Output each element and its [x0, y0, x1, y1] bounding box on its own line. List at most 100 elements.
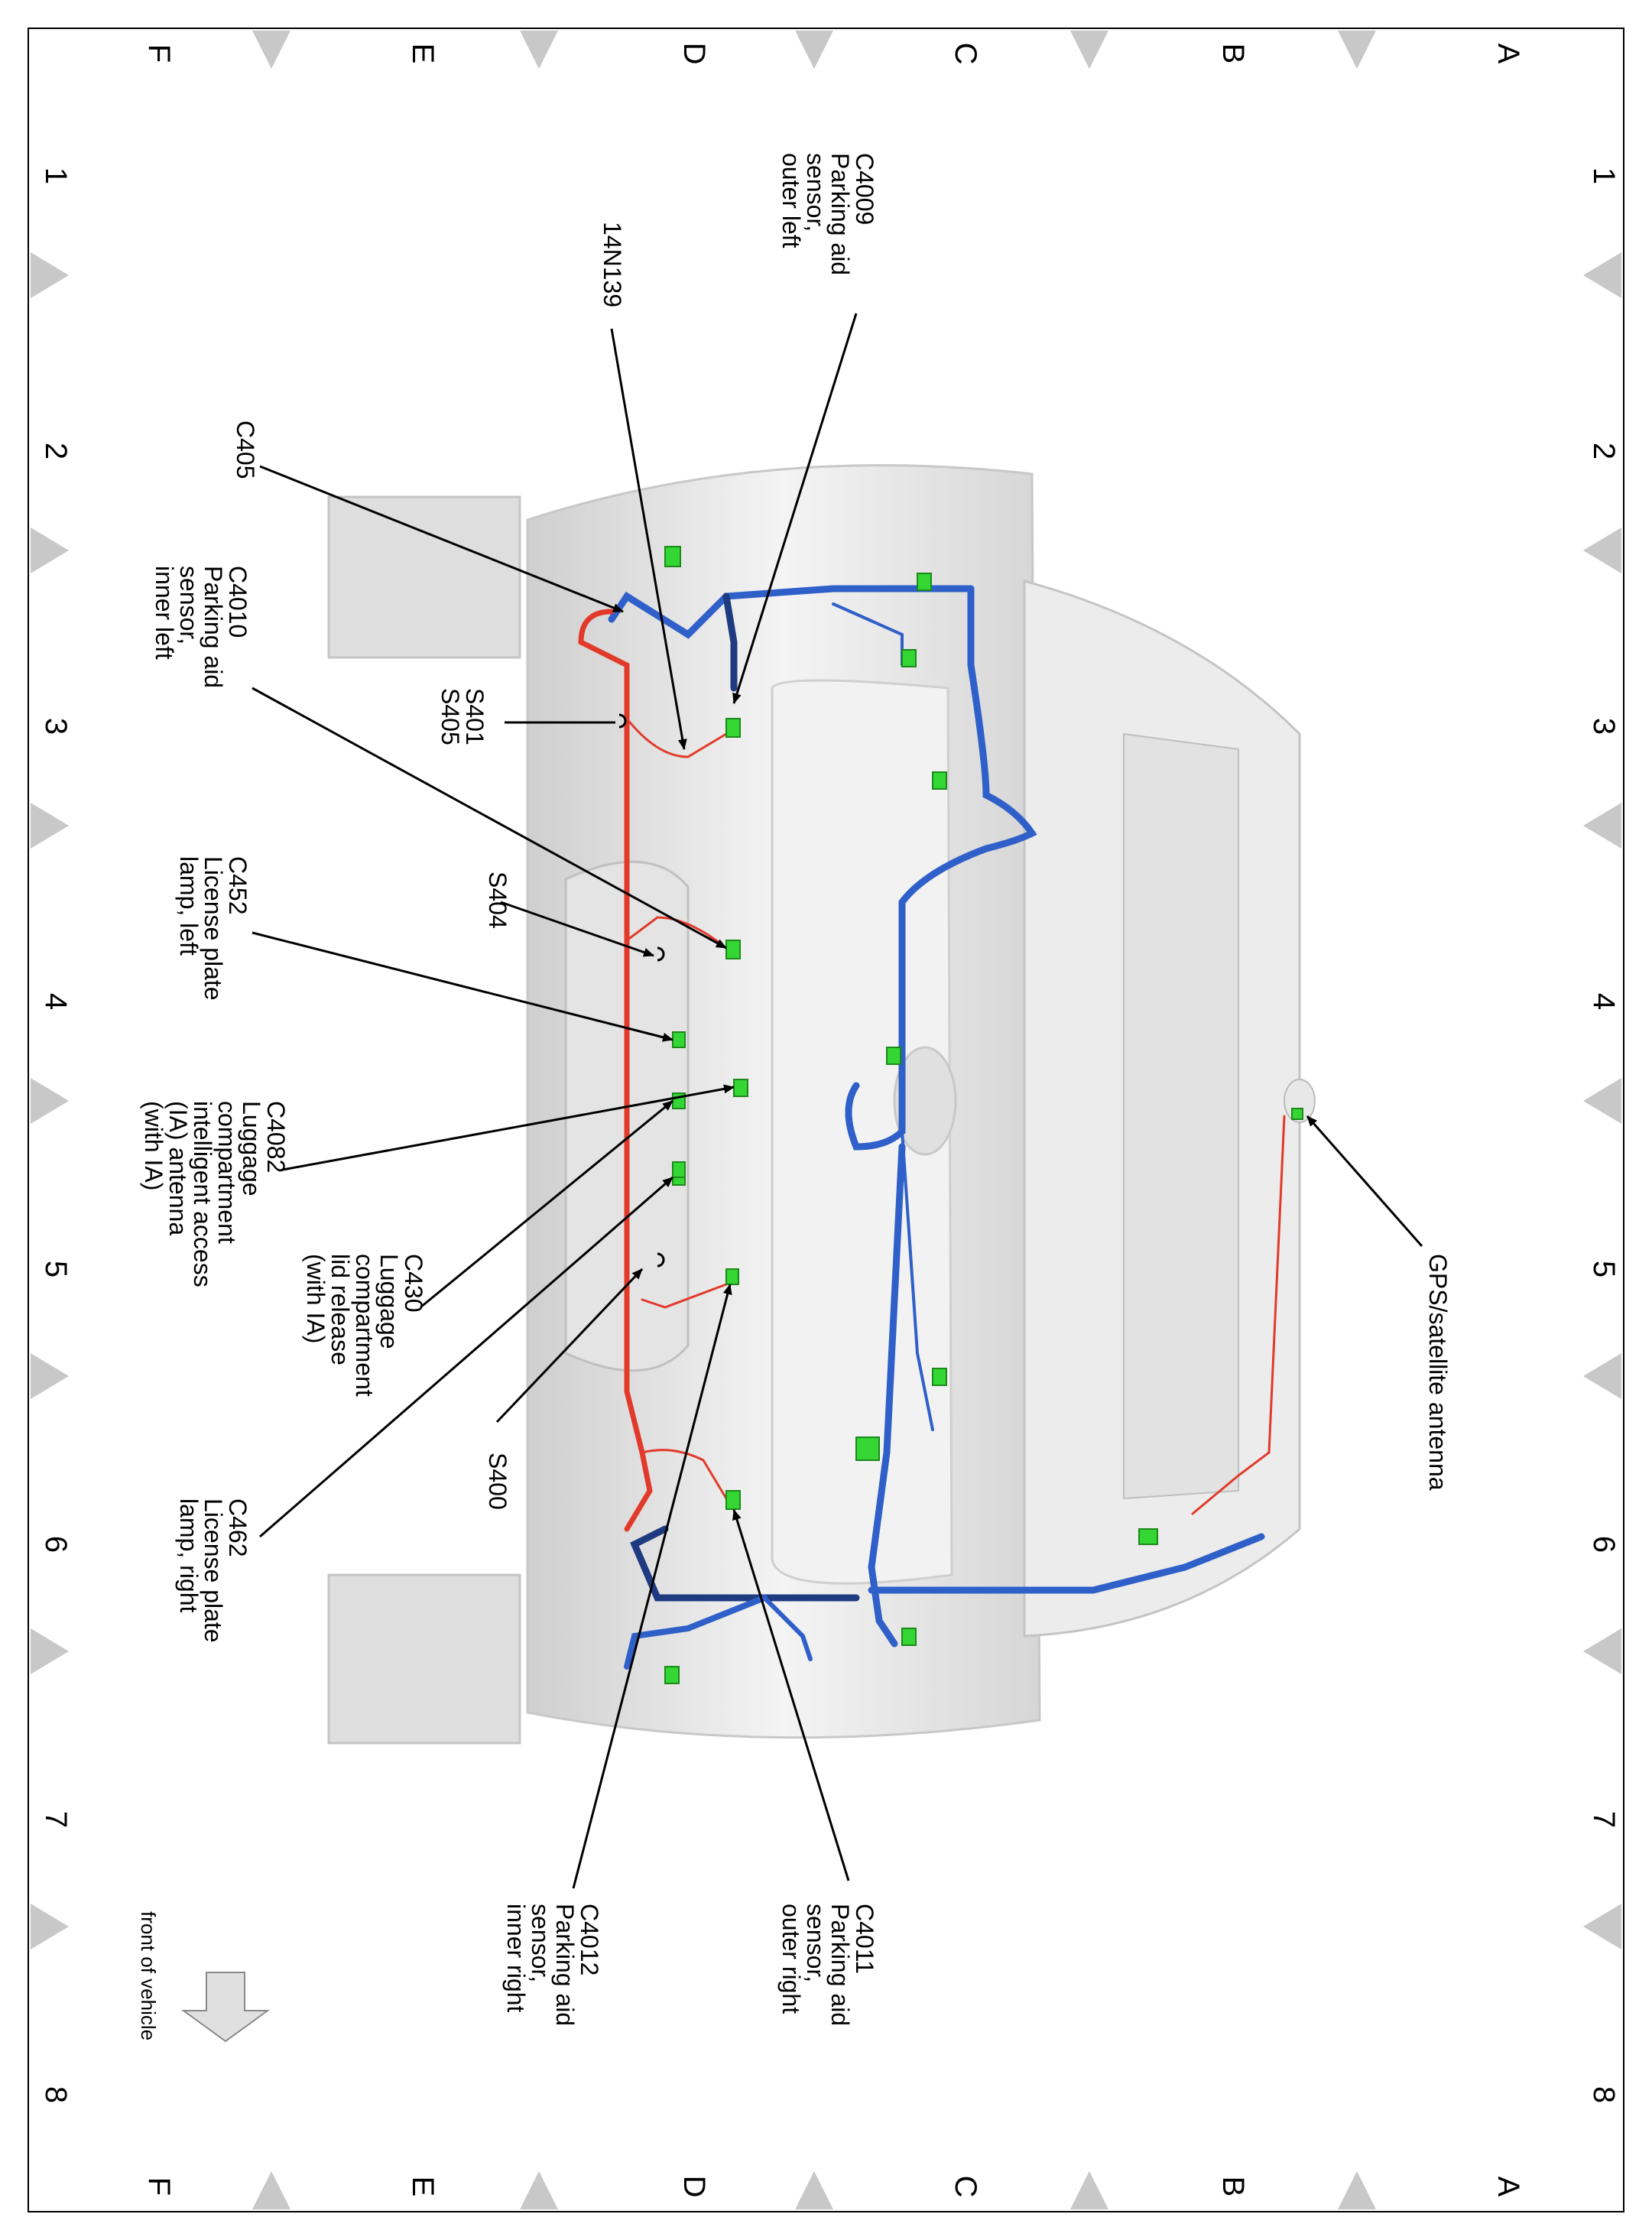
svg-text:inner left: inner left: [151, 566, 178, 660]
grid-row-B-bottom: B: [1216, 2177, 1250, 2197]
grid-col-2-right: 2: [1587, 443, 1621, 459]
label-c4010: C4010 Parking aid sensor, inner left: [151, 566, 252, 688]
label-c452: C452 License plate lamp, left: [175, 856, 252, 1001]
grid-row-D-bottom: D: [677, 2176, 711, 2198]
arrow-right-icon: [180, 1972, 271, 2043]
grid-col-3-right: 3: [1587, 718, 1621, 735]
label-s401-s405: S401 S405: [437, 688, 488, 745]
svg-text:sensor,: sensor,: [175, 566, 203, 644]
connector-c4011: [725, 1490, 741, 1510]
grid-labels: A B C D E F A B C D E F 1 2 3 4 5 6 7 8 …: [39, 43, 1621, 2198]
grid-col-5-left: 5: [39, 1261, 73, 1277]
grid-col-7-left: 7: [39, 1811, 73, 1828]
connector-c4010: [725, 940, 741, 959]
svg-text:C4012: C4012: [576, 1904, 603, 1975]
svg-text:License plate: License plate: [200, 856, 227, 1001]
grid-row-A-top: A: [1491, 44, 1525, 64]
svg-text:(with IA): (with IA): [302, 1254, 329, 1343]
leader-s400: [495, 1268, 644, 1424]
grid-row-F-top: F: [142, 44, 176, 63]
grid-row-A-bottom: A: [1491, 2177, 1525, 2197]
connector-c4012: [725, 1268, 739, 1285]
svg-text:C452: C452: [224, 856, 252, 915]
svg-text:compartment: compartment: [351, 1254, 378, 1397]
svg-text:Parking aid: Parking aid: [551, 1904, 579, 2026]
connector-c405: [664, 546, 681, 567]
grid-row-E-top: E: [406, 44, 440, 64]
svg-text:C430: C430: [400, 1254, 427, 1313]
grid-col-5-right: 5: [1587, 1261, 1621, 1277]
grid-col-8-left: 8: [39, 2086, 73, 2103]
svg-text:sensor,: sensor,: [527, 1904, 554, 1982]
grid-row-F-bottom: F: [142, 2177, 176, 2196]
svg-text:sensor,: sensor,: [802, 1904, 829, 1982]
grid-row-C-bottom: C: [949, 2176, 982, 2198]
connector-upper-5: [932, 1368, 947, 1386]
leader-s404: [500, 901, 654, 957]
label-14n139: 14N139: [599, 222, 626, 307]
grid-col-4-left: 4: [39, 993, 73, 1010]
label-gps: GPS/satellite antenna: [1424, 1254, 1452, 1491]
svg-text:lamp, left: lamp, left: [175, 856, 203, 956]
leader-14n139: [610, 328, 687, 750]
svg-text:C462: C462: [224, 1498, 252, 1557]
connectors: [664, 546, 1303, 1684]
wiring-harness: [578, 585, 1286, 1670]
label-c4011: C4011 Parking aid sensor, outer right: [777, 1904, 878, 2026]
grid-col-1-left: 1: [39, 167, 73, 184]
grid-col-6-left: 6: [39, 1536, 73, 1553]
svg-text:Luggage: Luggage: [238, 1101, 265, 1196]
splice-s400: [657, 1252, 665, 1268]
label-front: front of vehicle: [137, 1911, 160, 2040]
splice-s401-s405: [618, 713, 627, 729]
svg-text:(IA) antenna: (IA) antenna: [164, 1101, 192, 1235]
grid-col-2-left: 2: [39, 443, 73, 459]
svg-text:License plate: License plate: [200, 1498, 227, 1643]
svg-text:compartment: compartment: [213, 1101, 241, 1244]
connector-gps: [1291, 1108, 1303, 1120]
leader-c4011: [732, 1509, 850, 1881]
svg-text:lamp, right: lamp, right: [175, 1498, 203, 1613]
connector-upper-1: [917, 573, 932, 591]
svg-text:Parking aid: Parking aid: [826, 153, 854, 275]
grid-markers: [31, 31, 1621, 2209]
leader-lines: [252, 313, 1423, 1889]
connector-c452: [672, 1031, 686, 1048]
connector-c4082: [733, 1079, 748, 1097]
grid-col-3-left: 3: [39, 718, 73, 735]
splices: [618, 713, 665, 1268]
label-c4009: C4009 Parking aid sensor, outer left: [777, 153, 878, 275]
leader-c4012: [572, 1284, 732, 1889]
leader-c405: [259, 465, 624, 613]
svg-text:inner right: inner right: [502, 1904, 530, 2012]
grid-row-D-top: D: [677, 43, 711, 65]
svg-text:C4009: C4009: [851, 153, 878, 225]
svg-text:outer right: outer right: [777, 1904, 805, 2014]
front-of-vehicle-indicator: front of vehicle: [137, 1911, 271, 2043]
connector-lower-2: [672, 1161, 686, 1178]
grid-col-7-right: 7: [1587, 1811, 1621, 1828]
connector-lower-1: [664, 1666, 680, 1684]
label-c430: C430 Luggage compartment lid release (wi…: [302, 1254, 427, 1397]
leader-c430: [420, 1099, 673, 1309]
svg-text:S401: S401: [461, 688, 488, 745]
grid-col-1-right: 1: [1587, 167, 1621, 184]
label-c4082: C4082 Luggage compartment intelligent ac…: [140, 1101, 290, 1287]
svg-text:intelligent access: intelligent access: [189, 1101, 216, 1287]
callouts: GPS/satellite antenna C4009 Parking aid …: [140, 153, 1452, 2026]
leader-c4010: [252, 687, 727, 950]
label-c462: C462 License plate lamp, right: [175, 1498, 252, 1643]
splice-s404: [657, 946, 665, 962]
svg-text:(with IA): (with IA): [140, 1101, 167, 1190]
grid-row-C-top: C: [949, 43, 982, 65]
grid-row-E-bottom: E: [406, 2177, 440, 2197]
connector-upper-8: [901, 1628, 917, 1646]
grid-col-4-right: 4: [1587, 993, 1621, 1010]
svg-text:C4082: C4082: [262, 1101, 290, 1173]
connector-upper-4: [886, 1047, 901, 1065]
svg-text:outer left: outer left: [777, 153, 805, 248]
svg-text:lid release: lid release: [326, 1254, 354, 1365]
svg-text:sensor,: sensor,: [802, 153, 829, 232]
svg-text:Parking aid: Parking aid: [826, 1904, 854, 2026]
